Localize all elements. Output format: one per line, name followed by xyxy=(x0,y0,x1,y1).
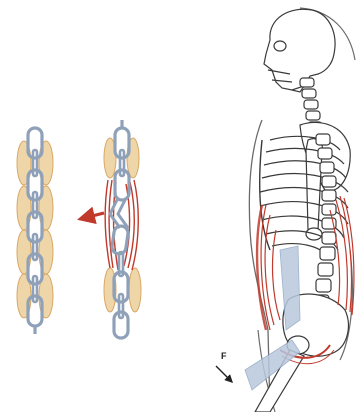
skull xyxy=(264,9,335,92)
force-arrow xyxy=(216,366,232,382)
bent-chain-group xyxy=(104,120,141,338)
straight-chain-group xyxy=(17,128,53,334)
relaxed-muscles-left-chain xyxy=(17,141,53,318)
force-label: F xyxy=(221,352,227,361)
direction-arrow xyxy=(80,213,104,219)
